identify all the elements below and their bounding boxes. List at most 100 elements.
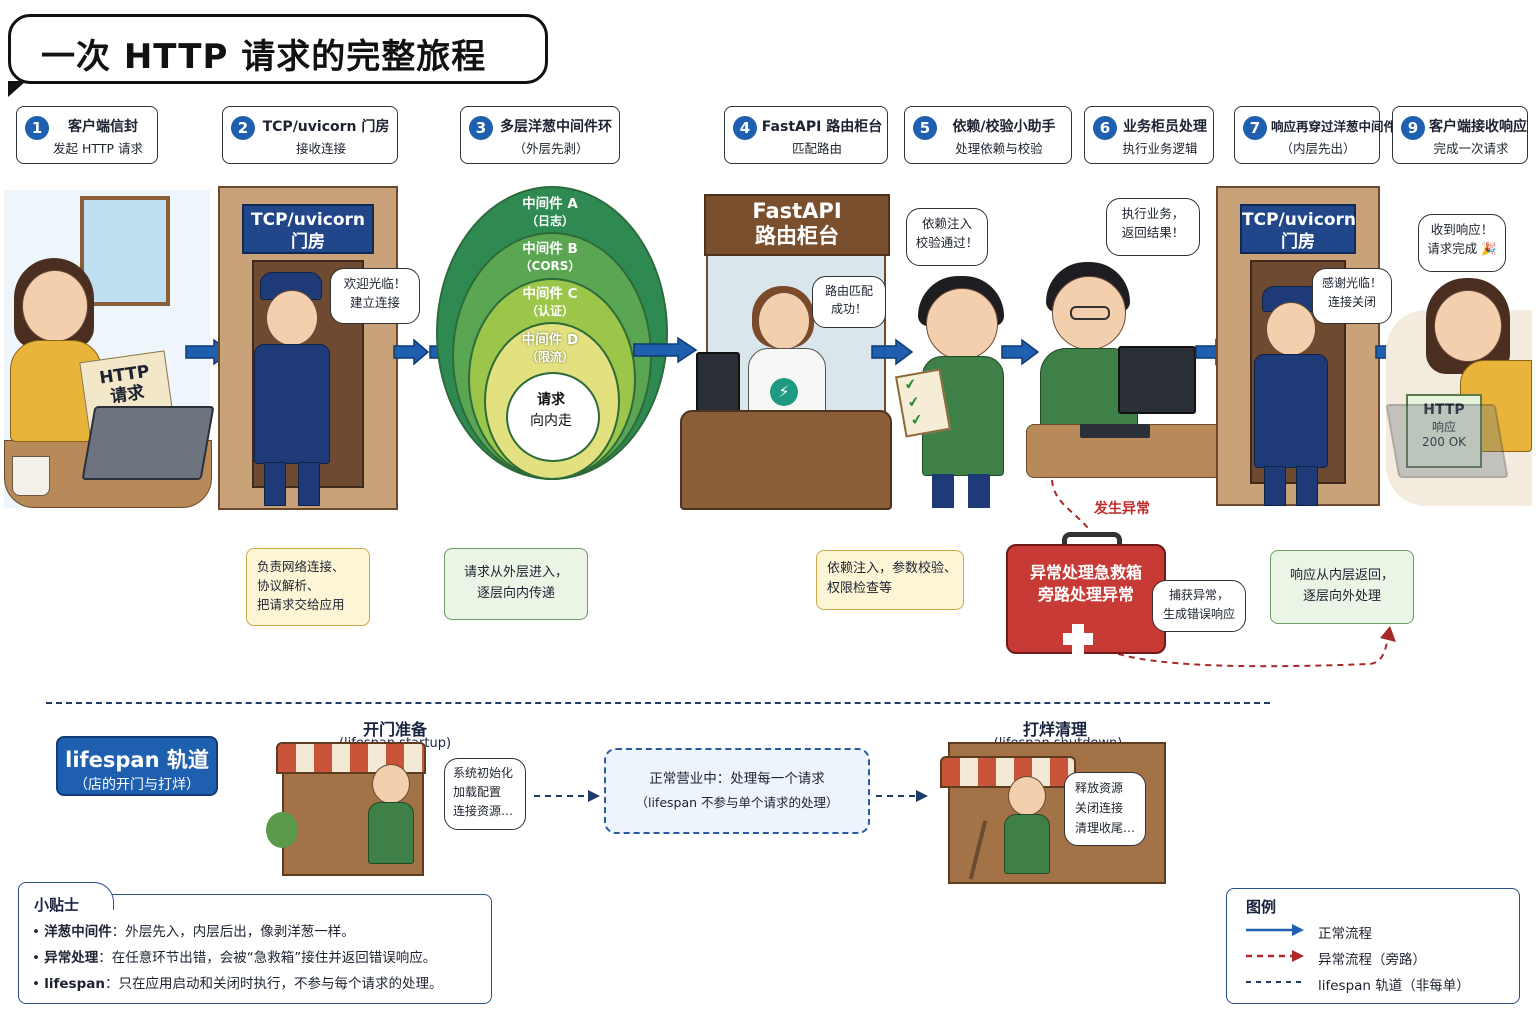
- business-clerk-avatar: [1052, 276, 1126, 350]
- bubble-line: 返回结果！: [1121, 225, 1185, 240]
- shutdown-speech-bubble: 释放资源 关闭连接 清理收尾…: [1064, 772, 1146, 846]
- step-1: 1 客户端信封 发起 HTTP 请求: [16, 106, 158, 164]
- guard-leg: [1296, 466, 1318, 506]
- response-line: 响应: [1431, 420, 1456, 434]
- monitor-icon: [1118, 346, 1196, 414]
- client-speech-bubble: 收到响应！ 请求完成 🎉: [1418, 214, 1506, 272]
- kit-line: 旁路处理异常: [1037, 585, 1134, 604]
- shutdown-title: 打烊清理: [1022, 720, 1087, 739]
- legend-panel: [1226, 888, 1520, 1004]
- fastapi-counter: [680, 410, 892, 510]
- lifespan-subtitle: （店的开门与打烊）: [74, 777, 200, 793]
- tip-text: ：在任意环节出错，会被“急救箱”接住并返回错误响应。: [98, 950, 437, 966]
- step-9: 9 客户端接收响应 完成一次请求: [1392, 106, 1528, 164]
- legend-normal-arrow-icon: [1246, 924, 1304, 936]
- tip-item: • lifespan：只在应用启动和关闭时执行，不参与每个请求的处理。: [32, 976, 443, 992]
- keyboard-icon: [1080, 424, 1150, 438]
- response-line: 200 OK: [1421, 435, 1467, 449]
- guard-exit-speech-bubble: 感谢光临！ 连接关闭: [1312, 268, 1392, 324]
- coffee-cup-icon: [12, 456, 50, 496]
- onion-core-label: 请求 向内走: [506, 390, 596, 432]
- booth-sign: TCP/uvicorn 门房: [242, 204, 374, 254]
- step-title: FastAPI 路由柜台: [761, 119, 883, 135]
- laptop-icon: [81, 406, 215, 480]
- bubble-line: 感谢光临！: [1321, 276, 1382, 290]
- note-middleware-in: 请求从外层进入， 逐层向内传递: [444, 548, 588, 620]
- bubble-line: 收到响应！: [1430, 222, 1494, 237]
- bubble-line: 连接关闭: [1327, 295, 1376, 309]
- bubble-line: 捕获异常，: [1168, 588, 1229, 602]
- note-line: 依赖注入，参数校验、: [827, 561, 958, 576]
- step-subtitle: 处理依赖与校验: [955, 141, 1043, 156]
- laptop-icon: [1385, 404, 1509, 478]
- step-subtitle: 发起 HTTP 请求: [53, 141, 143, 156]
- bubble-line: 关闭连接: [1075, 801, 1124, 815]
- step-2: 2 TCP/uvicorn 门房 接收连接: [222, 106, 398, 164]
- shopkeeper-avatar: [372, 764, 410, 804]
- tip-text: ：只在应用启动和关闭时执行，不参与每个请求的处理。: [104, 976, 443, 992]
- layer-name: 中间件 C: [522, 286, 578, 302]
- cross-icon: [1063, 633, 1093, 645]
- bubble-line: 建立连接: [349, 295, 400, 310]
- section-divider: [46, 702, 1270, 704]
- note-line: 请求从外层进入，: [463, 565, 568, 580]
- guard-uniform: [1254, 354, 1328, 468]
- step-3: 3 多层洋葱中间件环 （外层先剥）: [460, 106, 620, 164]
- guard-avatar: [1266, 302, 1316, 356]
- guard-uniform: [254, 344, 330, 464]
- step-title: TCP/uvicorn 门房: [262, 119, 390, 135]
- legend-item: 正常流程: [1318, 926, 1372, 942]
- layer-name: 中间件 D: [521, 332, 579, 348]
- legend-item: 异常流程（旁路）: [1318, 952, 1426, 968]
- title-banner: 一次 HTTP 请求的完整旅程: [8, 14, 548, 97]
- lifespan-arrow-icon: [876, 790, 928, 802]
- step-title: 响应再穿过洋葱中间件: [1271, 119, 1397, 134]
- step-subtitle: 完成一次请求: [1433, 141, 1509, 156]
- booth-sign: TCP/uvicorn 门房: [1240, 204, 1356, 254]
- layer-tag: （CORS）: [519, 259, 581, 273]
- tip-item: • 异常处理：在任意环节出错，会被“急救箱”接住并返回错误响应。: [32, 950, 437, 966]
- bubble-line: 校验通过！: [915, 235, 979, 250]
- step-title: 业务柜员处理: [1123, 119, 1207, 135]
- plant-icon: [266, 812, 298, 848]
- step-4: 4 FastAPI 路由柜台 匹配路由: [724, 106, 888, 164]
- bubble-line: 欢迎光临！: [343, 276, 407, 291]
- step-number: 4: [733, 116, 757, 140]
- tip-key: lifespan: [44, 976, 105, 992]
- note-line: 负责网络连接、: [257, 559, 345, 574]
- tips-title: 小贴士: [34, 896, 80, 914]
- bubble-line: 请求完成 🎉: [1427, 241, 1497, 256]
- step-number: 2: [231, 116, 255, 140]
- step-title: 客户端接收响应: [1429, 119, 1527, 135]
- layer-name: 中间件 B: [522, 241, 578, 257]
- helper-leg: [932, 474, 954, 508]
- running-state-box: 正常营业中：处理每一个请求 （lifespan 不参与单个请求的处理）: [604, 748, 870, 834]
- lifespan-title: lifespan 轨道: [65, 748, 209, 772]
- bubble-line: 加载配置: [453, 785, 502, 799]
- guard-speech-bubble: 欢迎光临！ 建立连接: [330, 268, 420, 324]
- startup-speech-bubble: 系统初始化 加载配置 连接资源…: [444, 758, 526, 830]
- step-5: 5 依赖/校验小助手 处理依赖与校验: [904, 106, 1072, 164]
- onion-label-a: 中间件 A （日志）: [436, 196, 664, 230]
- note-line: 逐层向内传递: [476, 586, 555, 601]
- onion-label-c: 中间件 C （认证）: [436, 286, 664, 320]
- bubble-line: 释放资源: [1075, 781, 1124, 795]
- note-dependency: 依赖注入，参数校验、 权限检查等: [816, 550, 964, 610]
- lifespan-arrow-icon: [534, 790, 600, 802]
- router-speech-bubble: 路由匹配 成功！: [812, 276, 886, 328]
- helper-speech-bubble: 依赖注入 校验通过！: [906, 208, 988, 266]
- tip-text: ：外层先入，内层后出，像剥洋葱一样。: [111, 924, 355, 940]
- tips-panel: [18, 894, 492, 1004]
- step-number: 5: [913, 116, 937, 140]
- step-number: 3: [469, 116, 493, 140]
- glasses-icon: [1070, 306, 1110, 320]
- response-line: HTTP: [1423, 402, 1465, 418]
- shopkeeper-avatar: [1008, 776, 1046, 816]
- legend-item: lifespan 轨道（非每单）: [1318, 978, 1470, 994]
- bubble-line: 连接资源…: [453, 804, 514, 818]
- counter-sign-line: FastAPI: [752, 199, 842, 223]
- step-title: 依赖/校验小助手: [952, 119, 1056, 135]
- kit-line: 异常处理急救箱: [1029, 563, 1142, 582]
- onion-label-d: 中间件 D （限流）: [436, 332, 664, 366]
- guard-avatar: [266, 290, 318, 346]
